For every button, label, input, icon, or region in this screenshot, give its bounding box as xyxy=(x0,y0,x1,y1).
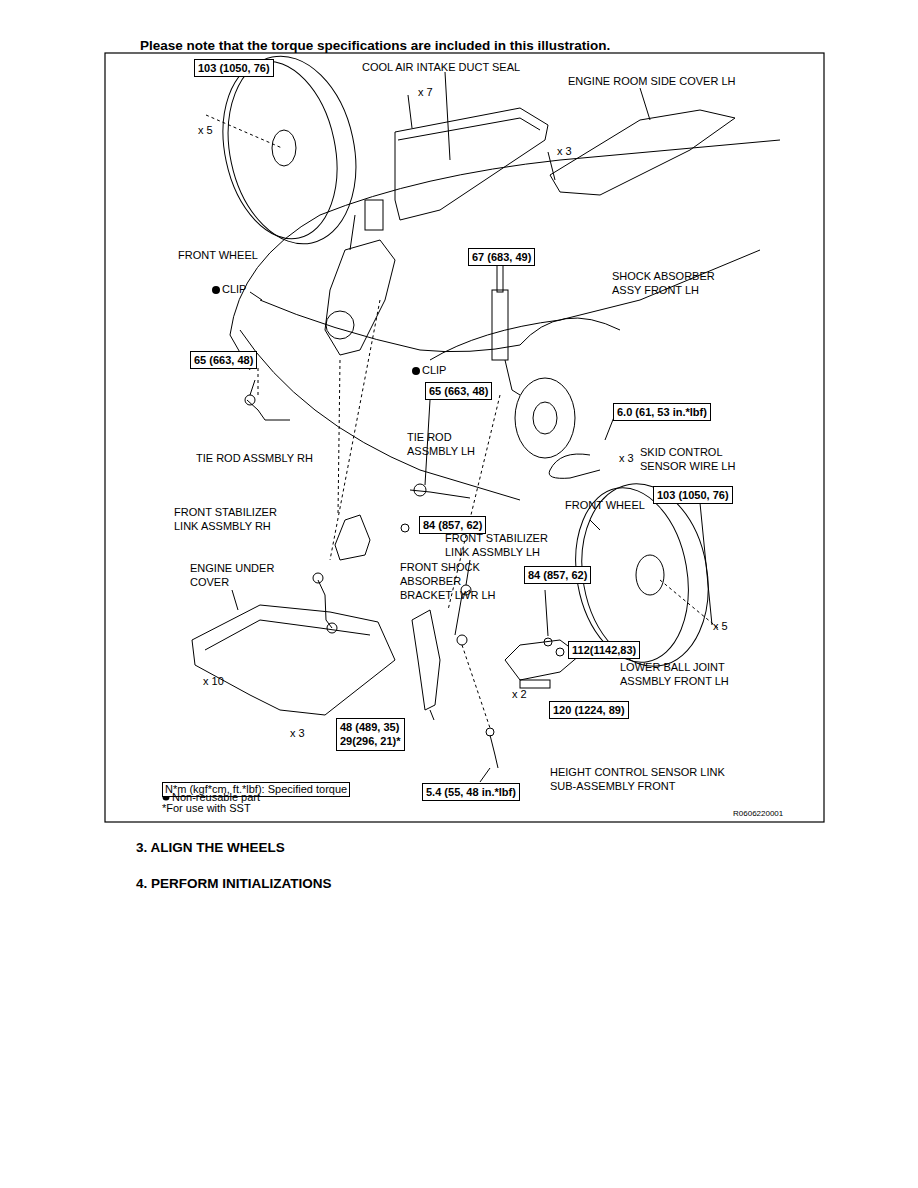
torque-value: 29(296, 21)* xyxy=(340,734,401,748)
legend-entry: *For use with SST xyxy=(162,802,251,815)
part-name: CLIP xyxy=(422,364,446,378)
torque-box: 48 (489, 35)29(296, 21)* xyxy=(336,718,405,751)
quantity-mark: x 2 xyxy=(512,688,527,702)
torque-value: 65 (663, 48) xyxy=(429,384,488,398)
torque-value: 6.0 (61, 53 in.*lbf) xyxy=(617,405,707,419)
torque-box: 112(1142,83) xyxy=(568,641,640,659)
part-name: TIE ROD ASSMBLY RH xyxy=(196,452,313,466)
legend-entry: Non-reusable part xyxy=(172,791,260,804)
part-name: CLIP xyxy=(222,283,246,297)
torque-value: 120 (1224, 89) xyxy=(553,703,625,717)
torque-box: 103 (1050, 76) xyxy=(653,486,733,504)
torque-box: 65 (663, 48) xyxy=(425,382,492,400)
procedure-step: 3. ALIGN THE WHEELS xyxy=(136,840,285,857)
torque-value: 103 (1050, 76) xyxy=(657,488,729,502)
torque-box: 103 (1050, 76) xyxy=(194,59,274,77)
quantity-mark: x 5 xyxy=(198,124,213,138)
procedure-step: 4. PERFORM INITIALIZATIONS xyxy=(136,876,332,893)
part-name: SKID CONTROL SENSOR WIRE LH xyxy=(640,446,748,474)
quantity-mark: x 3 xyxy=(290,727,305,741)
quantity-mark: x 3 xyxy=(557,145,572,159)
part-name: TIE ROD ASSMBLY LH xyxy=(407,431,487,459)
torque-value: 112(1142,83) xyxy=(572,643,636,657)
part-name: FRONT WHEEL xyxy=(565,499,645,513)
part-name: ENGINE ROOM SIDE COVER LH xyxy=(568,75,735,89)
torque-value: 84 (857, 62) xyxy=(528,568,587,582)
torque-box: 67 (683, 49) xyxy=(468,248,535,266)
torque-value: 65 (663, 48) xyxy=(194,353,253,367)
part-name: FRONT WHEEL xyxy=(178,249,258,263)
torque-box: 5.4 (55, 48 in.*lbf) xyxy=(422,783,520,801)
part-name: SHOCK ABSORBER ASSY FRONT LH xyxy=(612,270,724,298)
torque-box: 65 (663, 48) xyxy=(190,351,257,369)
part-name: COOL AIR INTAKE DUCT SEAL xyxy=(362,61,520,75)
quantity-mark: x 10 xyxy=(203,675,224,689)
torque-box: 84 (857, 62) xyxy=(524,566,591,584)
quantity-mark: x 7 xyxy=(418,86,433,100)
page-title: Please note that the torque specificatio… xyxy=(140,38,610,53)
quantity-mark: x 3 xyxy=(619,452,634,466)
quantity-mark: x 5 xyxy=(713,620,728,634)
torque-value: 67 (683, 49) xyxy=(472,250,531,264)
part-name: LOWER BALL JOINT ASSMBLY FRONT LH xyxy=(620,661,748,689)
part-name: FRONT STABILIZER LINK ASSMBLY RH xyxy=(174,506,296,534)
torque-box: 84 (857, 62) xyxy=(419,516,486,534)
part-name: FRONT SHOCK ABSORBER BRACKET LWR LH xyxy=(400,561,510,602)
part-name: FRONT STABILIZER LINK ASSMBLY LH xyxy=(445,532,567,560)
figure-id: R0606220001 xyxy=(733,809,783,819)
part-name: ENGINE UNDER COVER xyxy=(190,562,288,590)
torque-value: 5.4 (55, 48 in.*lbf) xyxy=(426,785,516,799)
torque-box: 120 (1224, 89) xyxy=(549,701,629,719)
torque-value: 84 (857, 62) xyxy=(423,518,482,532)
part-name: HEIGHT CONTROL SENSOR LINK SUB-ASSEMBLY … xyxy=(550,766,728,794)
torque-value: 103 (1050, 76) xyxy=(198,61,270,75)
torque-value: 48 (489, 35) xyxy=(340,720,401,734)
torque-box: 6.0 (61, 53 in.*lbf) xyxy=(613,403,711,421)
